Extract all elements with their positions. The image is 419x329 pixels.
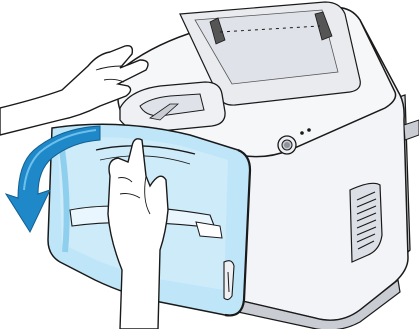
left-hand-illustration — [0, 44, 149, 136]
right-hand-illustration — [107, 138, 169, 329]
curved-arrow-down-icon — [4, 125, 101, 234]
power-button-icon[interactable] — [284, 142, 290, 148]
printer-body — [117, 1, 419, 329]
